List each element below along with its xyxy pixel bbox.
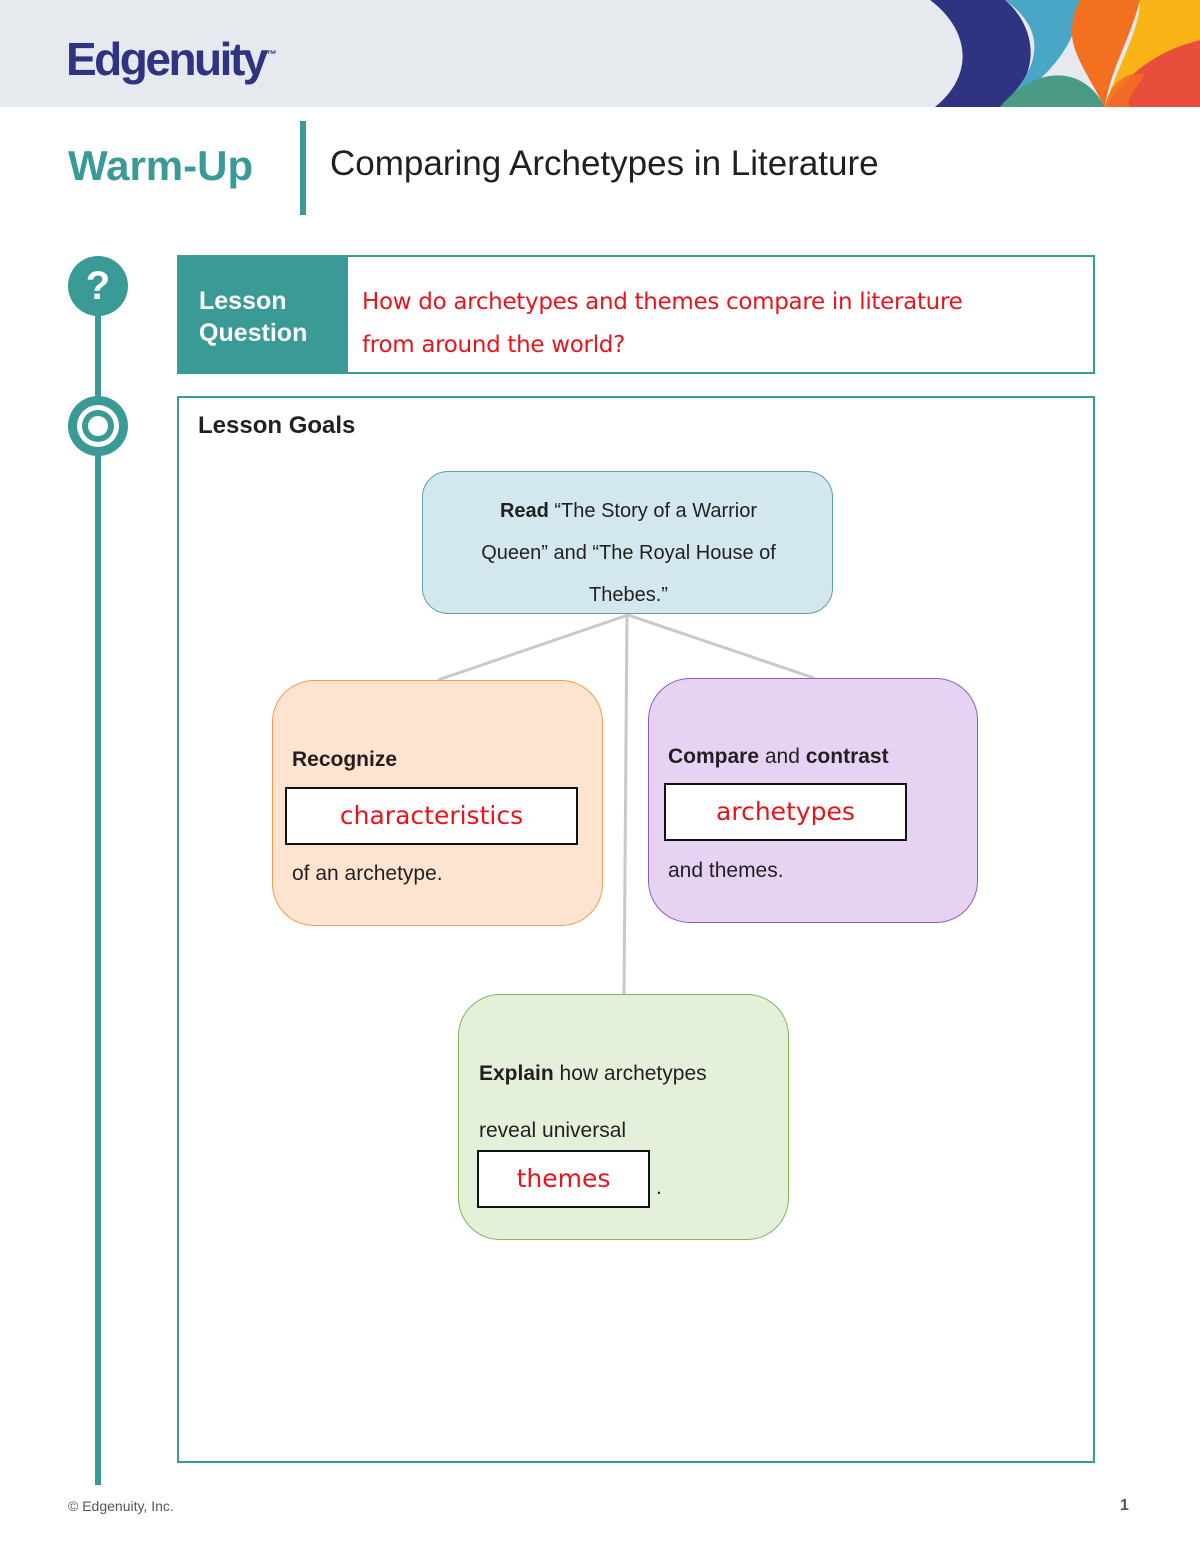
recognize-after-text: of an archetype. (292, 862, 443, 885)
explain-period: . (656, 1176, 662, 1199)
read-goal-node: Read “The Story of a Warrior Queen” and … (422, 471, 833, 614)
archetypes-blank-field[interactable]: archetypes (664, 783, 907, 841)
lesson-question-answer[interactable]: How do archetypes and themes compare in … (362, 289, 963, 358)
copyright-text: © Edgenuity, Inc. (68, 1498, 174, 1514)
explain-line2: reveal universal (479, 1119, 627, 1142)
edgenuity-logo: Edgenuity™ (66, 33, 277, 85)
question-icon: ? (68, 256, 128, 316)
timeline-line (95, 300, 101, 1485)
lesson-goals-heading: Lesson Goals (198, 412, 356, 439)
explain-line1: Explain how archetypes (479, 1062, 707, 1085)
lesson-question-label: Lesson Question (199, 287, 308, 347)
section-title: Warm-Up (68, 142, 254, 189)
compare-label: Compare and contrast (668, 745, 889, 768)
recognize-goal-node: Recognize characteristics of an archetyp… (272, 680, 603, 926)
themes-blank-field[interactable]: themes (477, 1150, 650, 1208)
title-divider (300, 121, 306, 215)
page-title: Comparing Archetypes in Literature (330, 144, 879, 183)
recognize-label: Recognize (292, 748, 398, 771)
explain-goal-node: Explain how archetypes reveal universal … (458, 994, 789, 1240)
page-header: Edgenuity™ (0, 0, 1200, 107)
compare-after-text: and themes. (668, 859, 784, 882)
lesson-question-box: Lesson Question How do archetypes and th… (177, 255, 1095, 374)
lesson-goals-box: Lesson Goals (177, 396, 1095, 1463)
lesson-question-label-panel: Lesson Question (179, 257, 348, 372)
target-icon (68, 396, 128, 456)
decorative-corner-graphic (930, 0, 1200, 107)
compare-goal-node: Compare and contrast archetypes and them… (648, 678, 978, 923)
characteristics-blank-field[interactable]: characteristics (285, 787, 578, 845)
read-goal-text: Read “The Story of a Warrior Queen” and … (481, 500, 776, 606)
page-number: 1 (1120, 1497, 1129, 1514)
